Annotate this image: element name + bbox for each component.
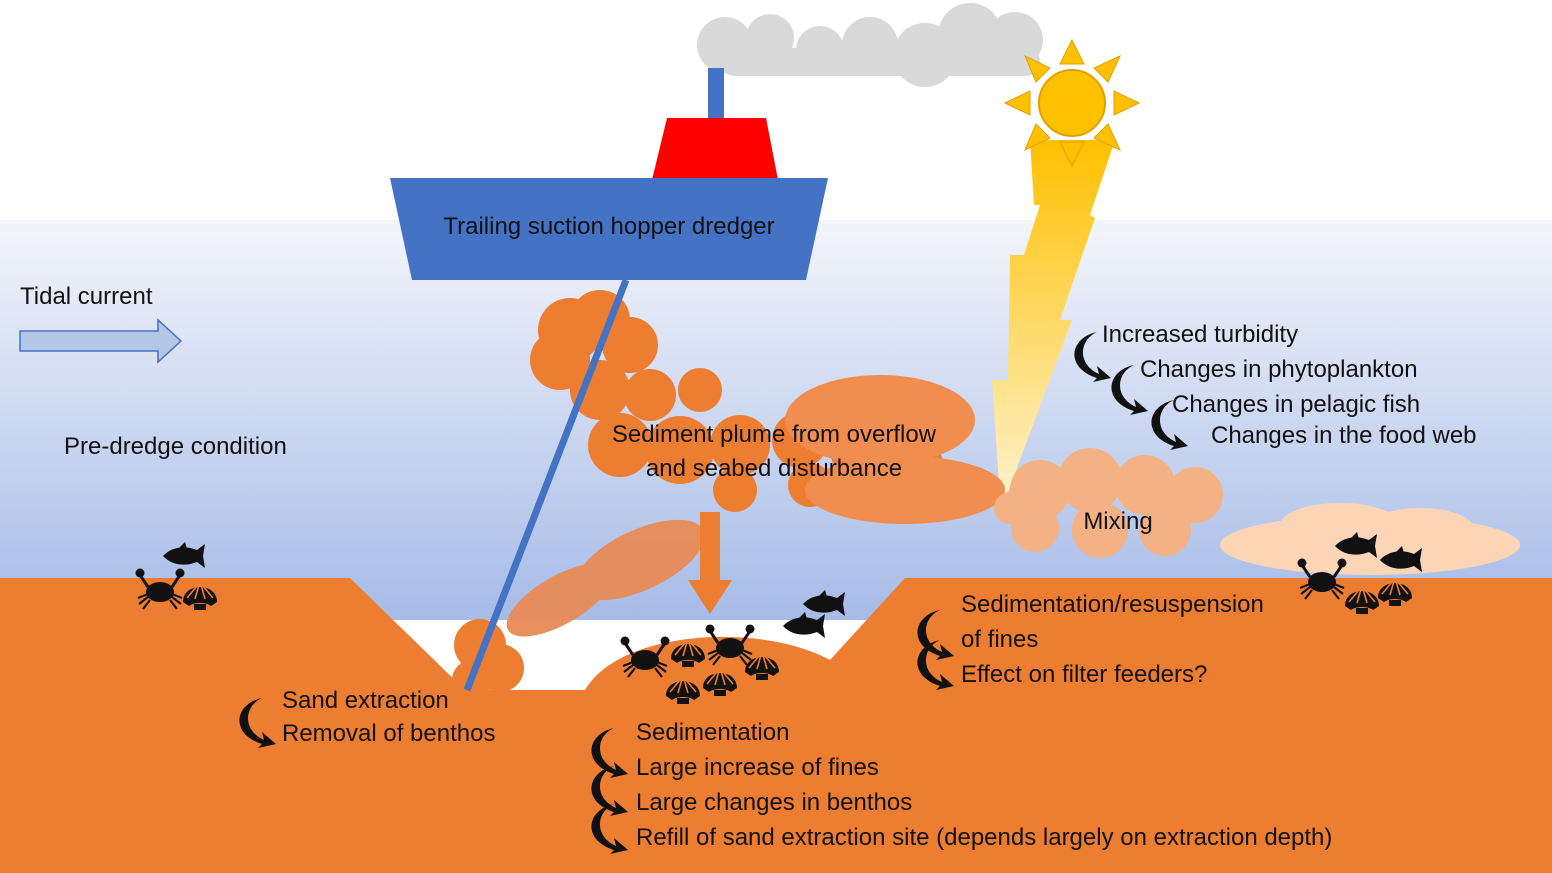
extraction-effect-1: Sand extraction bbox=[282, 687, 449, 714]
sunlight-beam bbox=[992, 140, 1115, 500]
sedimentation-down-arrow bbox=[688, 512, 732, 614]
deposition-effect-1: Sedimentation bbox=[636, 719, 789, 746]
plume-drift-trail bbox=[506, 519, 705, 637]
seabed bbox=[0, 578, 1552, 873]
turbidity-effect-4: Changes in the food web bbox=[1211, 422, 1477, 449]
plume-upper-cloud bbox=[785, 375, 1005, 524]
deposition-effect-2: Large increase of fines bbox=[636, 754, 879, 781]
pre-dredge-label: Pre-dredge condition bbox=[64, 433, 287, 460]
suction-pipe bbox=[463, 278, 630, 692]
ship bbox=[390, 68, 828, 280]
deposition-effect-3: Large changes in benthos bbox=[636, 789, 912, 816]
turbidity-effect-2: Changes in phytoplankton bbox=[1140, 356, 1418, 383]
tidal-current-label: Tidal current bbox=[20, 283, 153, 310]
turbidity-effect-3: Changes in pelagic fish bbox=[1172, 391, 1420, 418]
tidal-current-arrow bbox=[19, 318, 183, 364]
ship-cabin bbox=[652, 118, 778, 180]
fines-effect-2: of fines bbox=[961, 626, 1038, 653]
plume-label-line-2: and seabed disturbance bbox=[646, 455, 902, 482]
extraction-effect-2: Removal of benthos bbox=[282, 720, 495, 747]
fines-effect-3: Effect on filter feeders? bbox=[961, 661, 1207, 688]
mixing-label: Mixing bbox=[1083, 508, 1152, 535]
mixing-cloud bbox=[994, 448, 1223, 558]
deposition-effect-4: Refill of sand extraction site (depends … bbox=[636, 824, 1332, 851]
plume-label-line-1: Sediment plume from overflow bbox=[612, 421, 937, 448]
fines-effect-1: Sedimentation/resuspension bbox=[961, 591, 1264, 618]
ship-funnel bbox=[708, 68, 724, 120]
ship-label: Trailing suction hopper dredger bbox=[443, 213, 774, 240]
smoke-cloud bbox=[697, 3, 1043, 87]
sediment-plume bbox=[530, 290, 943, 512]
ship-hull bbox=[390, 178, 828, 280]
sun-icon bbox=[1003, 38, 1141, 168]
turbidity-effect-1: Increased turbidity bbox=[1102, 321, 1298, 348]
